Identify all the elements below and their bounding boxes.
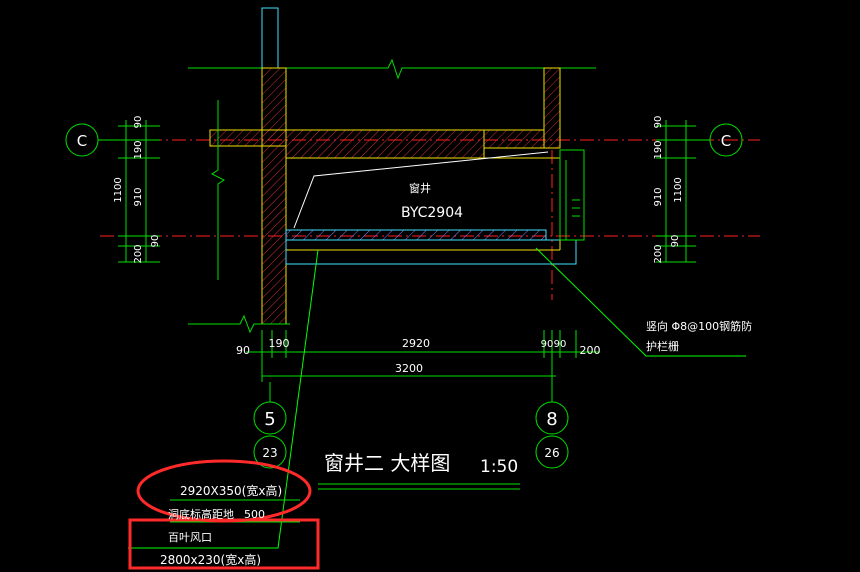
note-opening-size: 2920X350(宽x高): [180, 483, 282, 498]
dim-bottom-90-c: 90: [554, 339, 567, 350]
axis-label-right-c: C: [721, 132, 731, 150]
window-well-code: BYC2904: [401, 205, 463, 221]
rebar-note-line1: 竖向 Φ8@100钢筋防: [646, 319, 752, 333]
axis-bubble-left-c: [65, 123, 118, 157]
dim-right-90-bottom: 90: [670, 235, 681, 248]
dim-left-190: 190: [133, 140, 144, 159]
top-slab: [209, 129, 545, 159]
left-break-line: [188, 100, 290, 334]
note-louver-label: 百叶风口: [168, 531, 212, 544]
right-wall: [543, 67, 561, 149]
axis-bubble-5: [253, 382, 287, 469]
dim-bottom-190: 190: [269, 337, 290, 350]
rebar-note-line2: 护栏栅: [646, 339, 679, 353]
window-well-label: 窗井: [409, 181, 431, 195]
left-vertical-dimension: [118, 120, 160, 263]
dim-left-90-bottom: 90: [150, 235, 161, 248]
sheet-label-26: 26: [544, 446, 559, 460]
axis-bubble-right-c: [696, 123, 743, 157]
axis-label-8: 8: [546, 409, 557, 430]
dim-bottom-90-b: 90: [541, 339, 554, 350]
bottom-dimension: [246, 330, 600, 382]
dim-bottom-90: 90: [236, 344, 250, 357]
dim-right-90-top: 90: [653, 116, 664, 129]
left-wall: [261, 67, 287, 325]
grate-slab: [285, 229, 577, 265]
note-sill-height-value: 500: [244, 508, 265, 521]
well-interior-lines: [293, 151, 549, 229]
right-vertical-dimension: [656, 120, 696, 263]
axis-label-5: 5: [264, 409, 275, 430]
dim-left-910: 910: [133, 187, 144, 206]
title-underline: [318, 483, 520, 490]
top-break-line: [188, 58, 596, 80]
dim-left-90-top: 90: [133, 116, 144, 129]
note-louver-size: 2800x230(宽x高): [160, 552, 261, 567]
drawing-scale: 1:50: [480, 457, 518, 477]
dim-left-1100: 1100: [113, 177, 124, 202]
dim-right-190: 190: [653, 140, 664, 159]
dim-bottom-3200: 3200: [395, 362, 423, 375]
dim-bottom-200: 200: [580, 344, 601, 357]
dim-right-1100: 1100: [673, 177, 684, 202]
dim-bottom-2920: 2920: [402, 337, 430, 350]
axis-bubble-8: [535, 382, 569, 469]
dim-left-200: 200: [133, 244, 144, 263]
dim-right-200: 200: [653, 244, 664, 263]
column-outline: [261, 7, 279, 69]
axis-label-left-c: C: [77, 132, 87, 150]
right-guard-details: [559, 149, 585, 241]
annotation-rectangle: [128, 518, 320, 570]
leader-lines: [128, 247, 746, 549]
dim-right-910: 910: [653, 187, 664, 206]
note-sill-height-label: 洞底标高距地: [168, 507, 234, 521]
drawing-title: 窗井二 大样图: [324, 451, 450, 475]
sheet-label-23: 23: [262, 446, 277, 460]
